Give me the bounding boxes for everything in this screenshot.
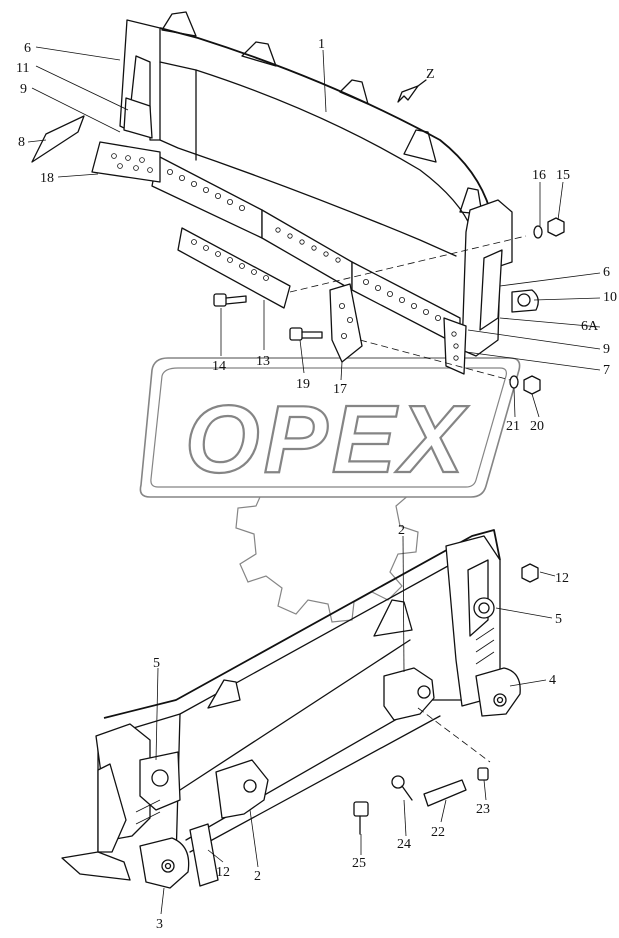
view-arrow-icon <box>397 79 427 103</box>
mount-bracket <box>329 283 363 363</box>
end-bit-left <box>91 141 161 183</box>
callout-4: 4 <box>549 673 556 688</box>
nut-15 <box>547 217 565 237</box>
callout-3: 3 <box>156 917 163 932</box>
blade-moldboard <box>159 27 491 211</box>
bolt-19 <box>289 327 323 341</box>
cutting-edge-right <box>351 261 461 347</box>
callout-5-left: 5 <box>153 656 160 671</box>
end-bit-bottom-left <box>61 851 131 881</box>
callout-25: 25 <box>352 856 366 871</box>
trunnion-left <box>139 837 190 889</box>
pin-22 <box>423 779 467 807</box>
side-plate-12 <box>189 823 219 887</box>
callout-18: 18 <box>40 171 54 186</box>
callout-2-bottom: 2 <box>254 869 261 884</box>
trunnion-right <box>475 667 521 717</box>
nut-12 <box>521 563 539 583</box>
opex-watermark: OPEX <box>139 357 521 623</box>
blade-assembly-bottom <box>61 529 539 889</box>
blade-assembly-top <box>31 11 565 395</box>
center-yoke-left <box>215 759 269 819</box>
loose-cutting-edge <box>177 227 291 309</box>
loose-edge-holes <box>191 239 269 281</box>
leader-lines <box>27 46 601 915</box>
callout-6-right: 6 <box>603 265 610 280</box>
washer-21 <box>509 375 519 389</box>
callout-20: 20 <box>530 419 544 434</box>
pin-24 <box>391 775 413 801</box>
end-bit-right <box>443 317 467 375</box>
callout-9-right: 9 <box>603 342 610 357</box>
callout-8: 8 <box>18 135 25 150</box>
watermark-plate <box>139 357 521 498</box>
center-yoke-right <box>383 667 435 721</box>
nut-20 <box>523 375 541 395</box>
callout-19: 19 <box>296 377 310 392</box>
callout-13: 13 <box>256 354 270 369</box>
wear-bit-8 <box>31 115 85 163</box>
callout-16: 16 <box>532 168 546 183</box>
callout-17: 17 <box>333 382 347 397</box>
callout-11: 11 <box>16 61 29 76</box>
callout-10: 10 <box>603 290 617 305</box>
callout-12-bottom: 12 <box>216 865 230 880</box>
callout-6a: 6A <box>581 319 599 334</box>
callout-2-top: 2 <box>398 523 405 538</box>
bolt-25 <box>353 801 369 835</box>
bolt-23 <box>477 767 489 781</box>
callout-15: 15 <box>556 168 570 183</box>
callout-21: 21 <box>506 419 520 434</box>
callout-12-right: 12 <box>555 571 569 586</box>
watermark-text: OPEX <box>185 386 469 493</box>
edge-bolt-holes <box>166 168 441 321</box>
callout-23: 23 <box>476 802 490 817</box>
frame-beam <box>103 529 501 719</box>
callout-9-top: 9 <box>20 82 27 97</box>
callout-7: 7 <box>603 363 610 378</box>
callout-1: 1 <box>318 37 325 52</box>
callout-24: 24 <box>397 837 411 852</box>
callout-5-right: 5 <box>555 612 562 627</box>
callout-labels: 1 Z 6 11 9 8 18 16 15 6 10 6A 9 7 14 13 … <box>16 37 617 932</box>
callout-22: 22 <box>431 825 445 840</box>
bolt-14 <box>213 293 247 307</box>
cutting-edge-left <box>151 155 263 239</box>
callout-14: 14 <box>212 359 226 374</box>
callout-6-top: 6 <box>24 41 31 56</box>
washer-16 <box>533 225 543 239</box>
view-marker-z: Z <box>426 67 435 82</box>
